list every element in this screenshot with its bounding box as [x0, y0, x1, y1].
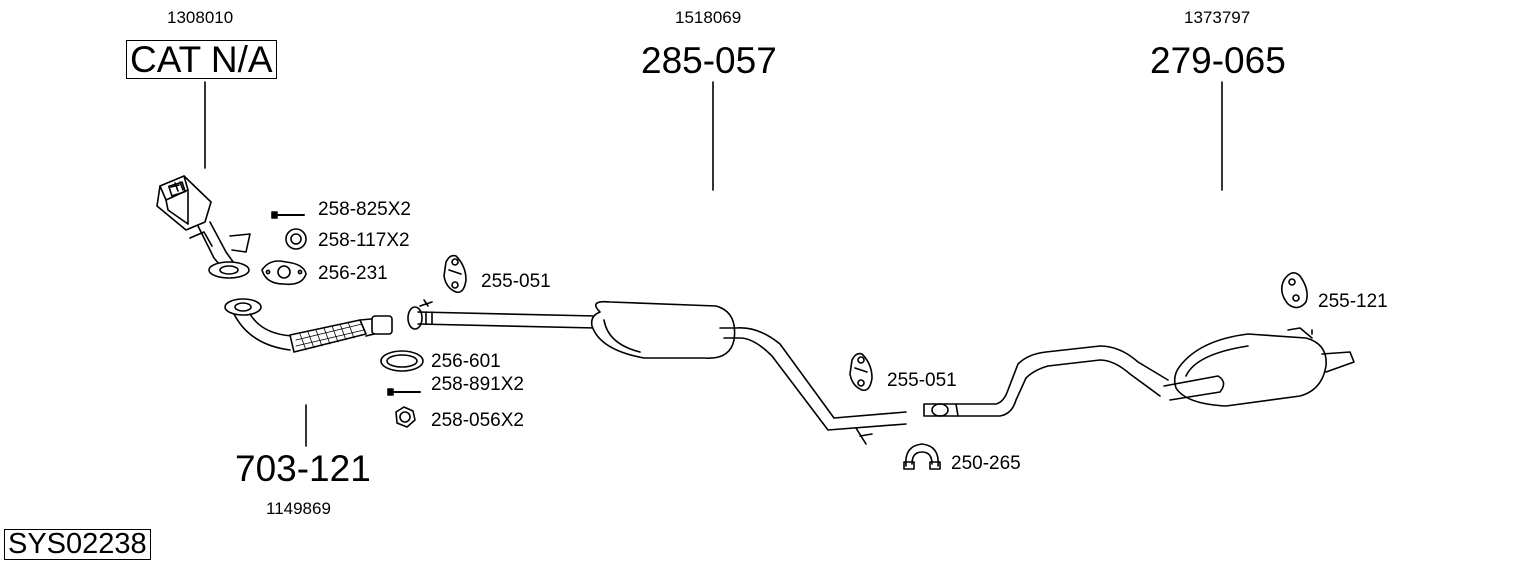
part-label-256-601: 256-601: [431, 351, 501, 372]
part-label-258-825x2: 258-825X2: [318, 199, 411, 220]
bolt-258-891-drawing: [387, 388, 421, 396]
front-pipe-drawing: [224, 298, 393, 353]
diagram-id-label: SYS02238: [4, 529, 151, 560]
part-label-258-056x2: 258-056X2: [431, 410, 524, 431]
ref-number-1518069: 1518069: [675, 8, 742, 27]
clamp-250-265-drawing: [903, 443, 941, 470]
middle-silencer-drawing: [407, 299, 907, 445]
ring-258-117-drawing: [285, 228, 307, 250]
nut-258-056-drawing: [395, 406, 416, 428]
bolt-258-825-drawing: [271, 211, 305, 219]
part-number-285-057: 285-057: [641, 40, 777, 81]
ref-number-1149869: 1149869: [266, 499, 331, 518]
part-number-279-065: 279-065: [1150, 40, 1286, 81]
rear-silencer-drawing: [923, 327, 1355, 417]
hanger-255-051-upper-drawing: [443, 254, 467, 294]
hanger-255-051-lower-drawing: [849, 352, 873, 392]
leader-lines: [204, 81, 1223, 447]
gasket-256-601-drawing: [380, 350, 424, 372]
part-label-258-891x2: 258-891X2: [431, 374, 524, 395]
part-label-255-121: 255-121: [1318, 291, 1388, 312]
catalytic-converter-drawing: [156, 175, 251, 279]
part-number-703-121: 703-121: [235, 448, 371, 489]
ref-number-1373797: 1373797: [1184, 8, 1251, 27]
part-label-255-051-lower: 255-051: [887, 370, 957, 391]
gasket-256-231-drawing: [261, 260, 307, 286]
part-label-250-265: 250-265: [951, 453, 1021, 474]
cat-label: CAT N/A: [126, 40, 277, 79]
hanger-255-121-drawing: [1280, 272, 1308, 309]
part-label-256-231: 256-231: [318, 263, 388, 284]
part-label-255-051-upper: 255-051: [481, 271, 551, 292]
cat-ref-number: 1308010: [167, 8, 234, 27]
part-label-258-117x2: 258-117X2: [318, 230, 410, 251]
